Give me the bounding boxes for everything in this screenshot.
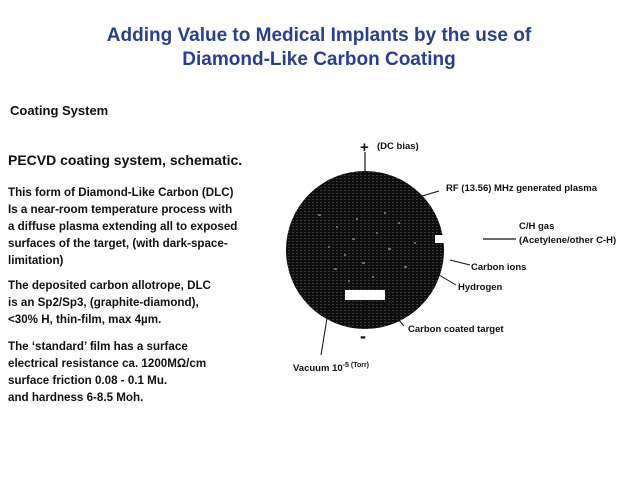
target-leader: [380, 299, 405, 327]
carbon-ions-leader: [449, 259, 471, 266]
text-line: surfaces of the target, (with dark-space…: [8, 237, 228, 250]
gas-label-line-1: C/H gas: [519, 221, 554, 232]
paragraph-process: This form of Diamond-Like Carbon (DLC) I…: [8, 184, 276, 269]
title-line-2: Diamond-Like Carbon Coating: [182, 49, 456, 70]
text-line: The ‘standard’ film has a surface: [8, 340, 188, 353]
carbon-ions-label: Carbon ions: [471, 262, 526, 273]
plasma-ions: [318, 212, 416, 282]
paragraph-allotrope: The deposited carbon allotrope, DLC is a…: [8, 277, 276, 328]
text-line: This form of Diamond-Like Carbon (DLC): [8, 186, 234, 199]
text-line: electrical resistance ca. 1200MΩ/cm: [8, 357, 207, 370]
carbon-coated-target: [345, 290, 385, 300]
vacuum-leader: [320, 305, 330, 356]
schematic-subtitle: PECVD coating system, schematic.: [8, 152, 243, 168]
text-line: <30% H, thin-film, max 4µm.: [8, 313, 162, 326]
text-line: The deposited carbon allotrope, DLC: [8, 279, 211, 292]
rf-plasma-leader: [411, 190, 440, 200]
gas-inlet: [435, 235, 483, 243]
text-line: a diffuse plasma extending all to expose…: [8, 220, 238, 233]
title-line-1: Adding Value to Medical Implants by the …: [106, 25, 532, 46]
section-label: Coating System: [10, 103, 109, 118]
text-line: is an Sp2/Sp3, (graphite-diamond),: [8, 296, 199, 309]
dc-bias-label: (DC bias): [377, 141, 419, 152]
gas-label-line-2: (Acetylene/other C-H): [519, 235, 616, 246]
hydrogen-leader: [433, 271, 457, 286]
hydrogen-label: Hydrogen: [458, 282, 503, 293]
text-line: limitation): [8, 254, 64, 267]
vacuum-chamber: [286, 171, 444, 329]
plus-sign: +: [360, 139, 369, 156]
vacuum-text: Vacuum 10: [293, 363, 343, 374]
vacuum-label: Vacuum 10-5(Torr): [293, 362, 369, 374]
target-label: Carbon coated target: [408, 324, 504, 335]
text-line: surface friction 0.08 - 0.1 Mu.: [8, 374, 168, 387]
text-line: Is a near-room temperature process with: [8, 203, 233, 216]
paragraph-film-properties: The ‘standard’ film has a surface electr…: [8, 338, 276, 406]
rf-plasma-label: RF (13.56) MHz generated plasma: [446, 183, 598, 194]
text-line: and hardness 6-8.5 Moh.: [8, 391, 144, 404]
vacuum-exponent: -5: [343, 362, 349, 369]
vacuum-unit: (Torr): [351, 362, 369, 369]
slide-title: Adding Value to Medical Implants by the …: [0, 24, 638, 72]
minus-sign: -: [360, 326, 366, 346]
